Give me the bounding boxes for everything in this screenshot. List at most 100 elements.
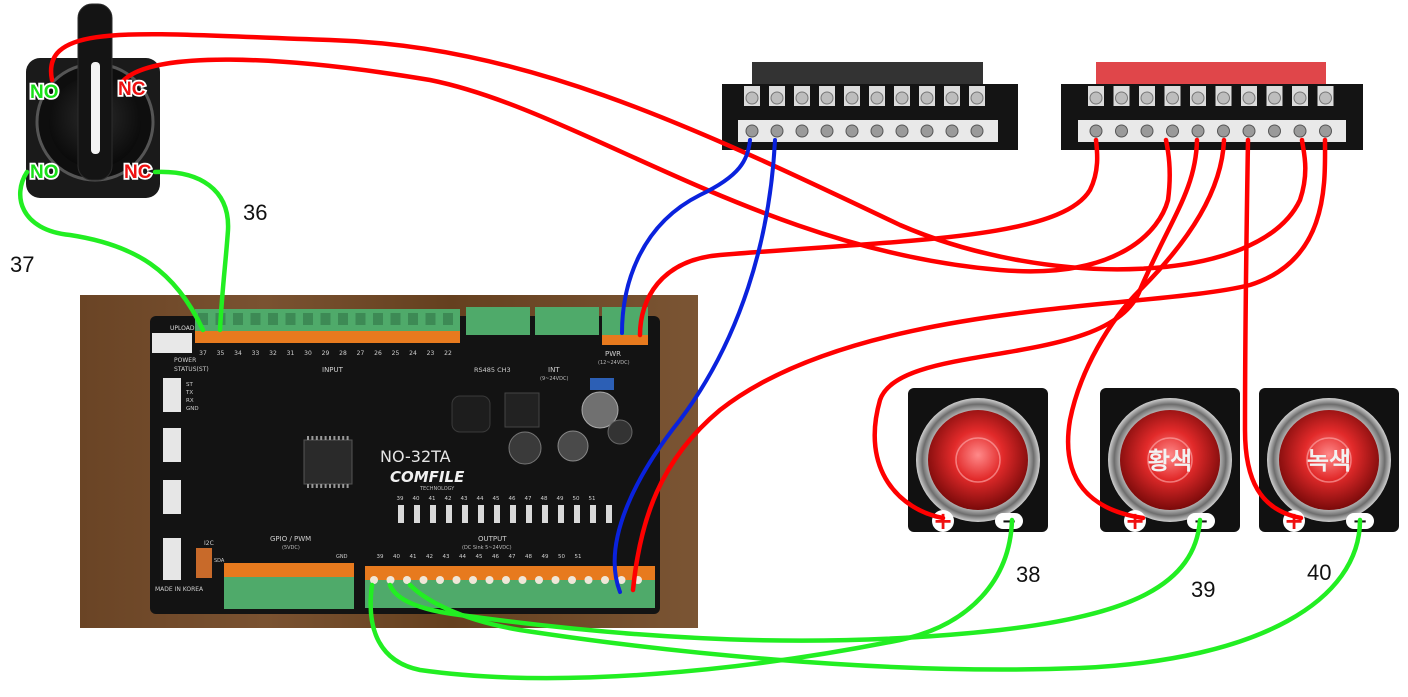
output-led-number: 51 — [589, 496, 596, 502]
board-brand: COMFILE — [390, 468, 465, 486]
terminal-screw — [945, 124, 959, 138]
output-led — [590, 505, 596, 523]
terminal-screw — [1242, 124, 1256, 138]
terminal-screw — [1268, 91, 1281, 105]
chip-pin — [320, 484, 323, 488]
chip-pin — [329, 436, 331, 440]
int-label: INT — [548, 366, 560, 374]
wire-number-labels: 36 37 38 39 40 — [10, 200, 1331, 602]
output-led-number: 44 — [477, 496, 484, 502]
terminal-screw — [770, 91, 784, 105]
input-pin-number: 25 — [392, 350, 400, 357]
terminal-screw — [1115, 91, 1128, 105]
chip-pin — [324, 436, 327, 440]
input-terminal-slot — [355, 313, 366, 325]
capacitor-4 — [607, 419, 633, 445]
switch-labels: NO NC NO NC — [28, 77, 153, 185]
output-sub-label: (DC Sink 5~24VDC) — [462, 545, 512, 551]
input-pin-number: 27 — [357, 350, 365, 357]
terminal-screw — [1089, 124, 1103, 138]
output-terminal-hole — [551, 576, 560, 584]
output-led — [606, 505, 612, 523]
terminal-strip-red — [1061, 62, 1363, 150]
terminal-screw — [920, 124, 934, 138]
switch-label-nc-top: NC — [118, 79, 146, 100]
terminal-screw — [895, 91, 909, 105]
lamp-lens-ring — [955, 437, 1001, 483]
input-pin-number: 26 — [374, 350, 382, 357]
output-led — [414, 505, 420, 523]
output-led — [510, 505, 516, 523]
output-terminal-hole — [617, 576, 626, 584]
wire-label-36: 36 — [243, 200, 267, 225]
output-led — [558, 505, 564, 523]
pcb — [150, 316, 660, 614]
i2c-label: I2C — [204, 540, 214, 547]
chip-pin — [346, 436, 349, 440]
terminal-screw — [745, 91, 759, 105]
output-led-number: 50 — [573, 496, 580, 502]
terminal-screw — [1293, 91, 1307, 105]
gpio-sub-label: (5VDC) — [282, 545, 300, 551]
chip-pin — [333, 484, 336, 488]
output-pin-number: 51 — [575, 554, 582, 560]
input-terminal-slot — [303, 313, 313, 325]
terminal-screw — [1166, 91, 1179, 105]
selector-switch — [26, 3, 160, 198]
output-led-number: 48 — [541, 496, 548, 502]
input-terminal-slot — [443, 313, 453, 325]
input-terminal-slot — [408, 313, 418, 325]
output-terminal-hole — [601, 576, 609, 584]
input-terminal-slot — [268, 313, 278, 325]
output-terminal-hole — [502, 576, 510, 584]
uart-pin-label: RX — [186, 398, 194, 404]
chip-pin — [320, 436, 323, 440]
terminal-screw — [895, 124, 909, 138]
rs485-terminal-block — [466, 307, 530, 335]
inductor — [451, 395, 491, 433]
switch-indicator — [91, 62, 100, 154]
power-led-label: POWER — [174, 357, 196, 364]
terminal-screw — [845, 124, 859, 138]
terminal-screw — [920, 91, 934, 105]
input-terminal-slot — [250, 313, 261, 325]
output-pin-number: 39 — [377, 554, 384, 560]
diode — [590, 378, 614, 390]
chip-pin — [337, 436, 340, 440]
voltage-regulator — [504, 392, 540, 428]
lamp-lens-ring — [1147, 437, 1193, 483]
chip-pin — [342, 436, 345, 440]
wire-label-39: 39 — [1191, 577, 1215, 602]
terminal-screw — [1319, 91, 1332, 105]
microcontroller-chip — [303, 439, 353, 485]
chip-pin — [324, 484, 327, 488]
output-led-number: 46 — [509, 496, 516, 502]
green-wire-37 — [17, 169, 206, 333]
terminal-screw — [970, 124, 984, 138]
output-led — [574, 505, 580, 523]
input-pin-number: 29 — [322, 350, 330, 357]
terminal-screw — [945, 91, 959, 105]
wire-label-40: 40 — [1307, 560, 1331, 585]
chip-pin — [346, 484, 349, 488]
terminal-screw — [970, 91, 984, 105]
input-pin-number: 32 — [269, 350, 277, 357]
terminal-screw — [770, 124, 784, 138]
output-led-number: 47 — [525, 496, 532, 502]
gpio-terminal-block — [224, 563, 354, 609]
input-pin-number: 30 — [304, 350, 312, 357]
output-pin-number: 50 — [558, 554, 565, 560]
input-terminal-slot — [285, 313, 296, 325]
red-wire-lamp3-plus — [1242, 137, 1304, 521]
output-led — [494, 505, 500, 523]
green-wire-38 — [368, 517, 1015, 681]
lamp-lens — [1279, 410, 1379, 510]
output-terminal-hole — [452, 576, 461, 584]
indicator-lamp-1: +− — [908, 388, 1048, 535]
red-wire-lamp1-plus — [872, 137, 1200, 521]
output-terminal-hole — [419, 576, 428, 584]
input-label: INPUT — [322, 366, 344, 374]
output-pin-number: 47 — [509, 554, 516, 560]
rs485-label: RS485 CH3 — [474, 366, 511, 374]
